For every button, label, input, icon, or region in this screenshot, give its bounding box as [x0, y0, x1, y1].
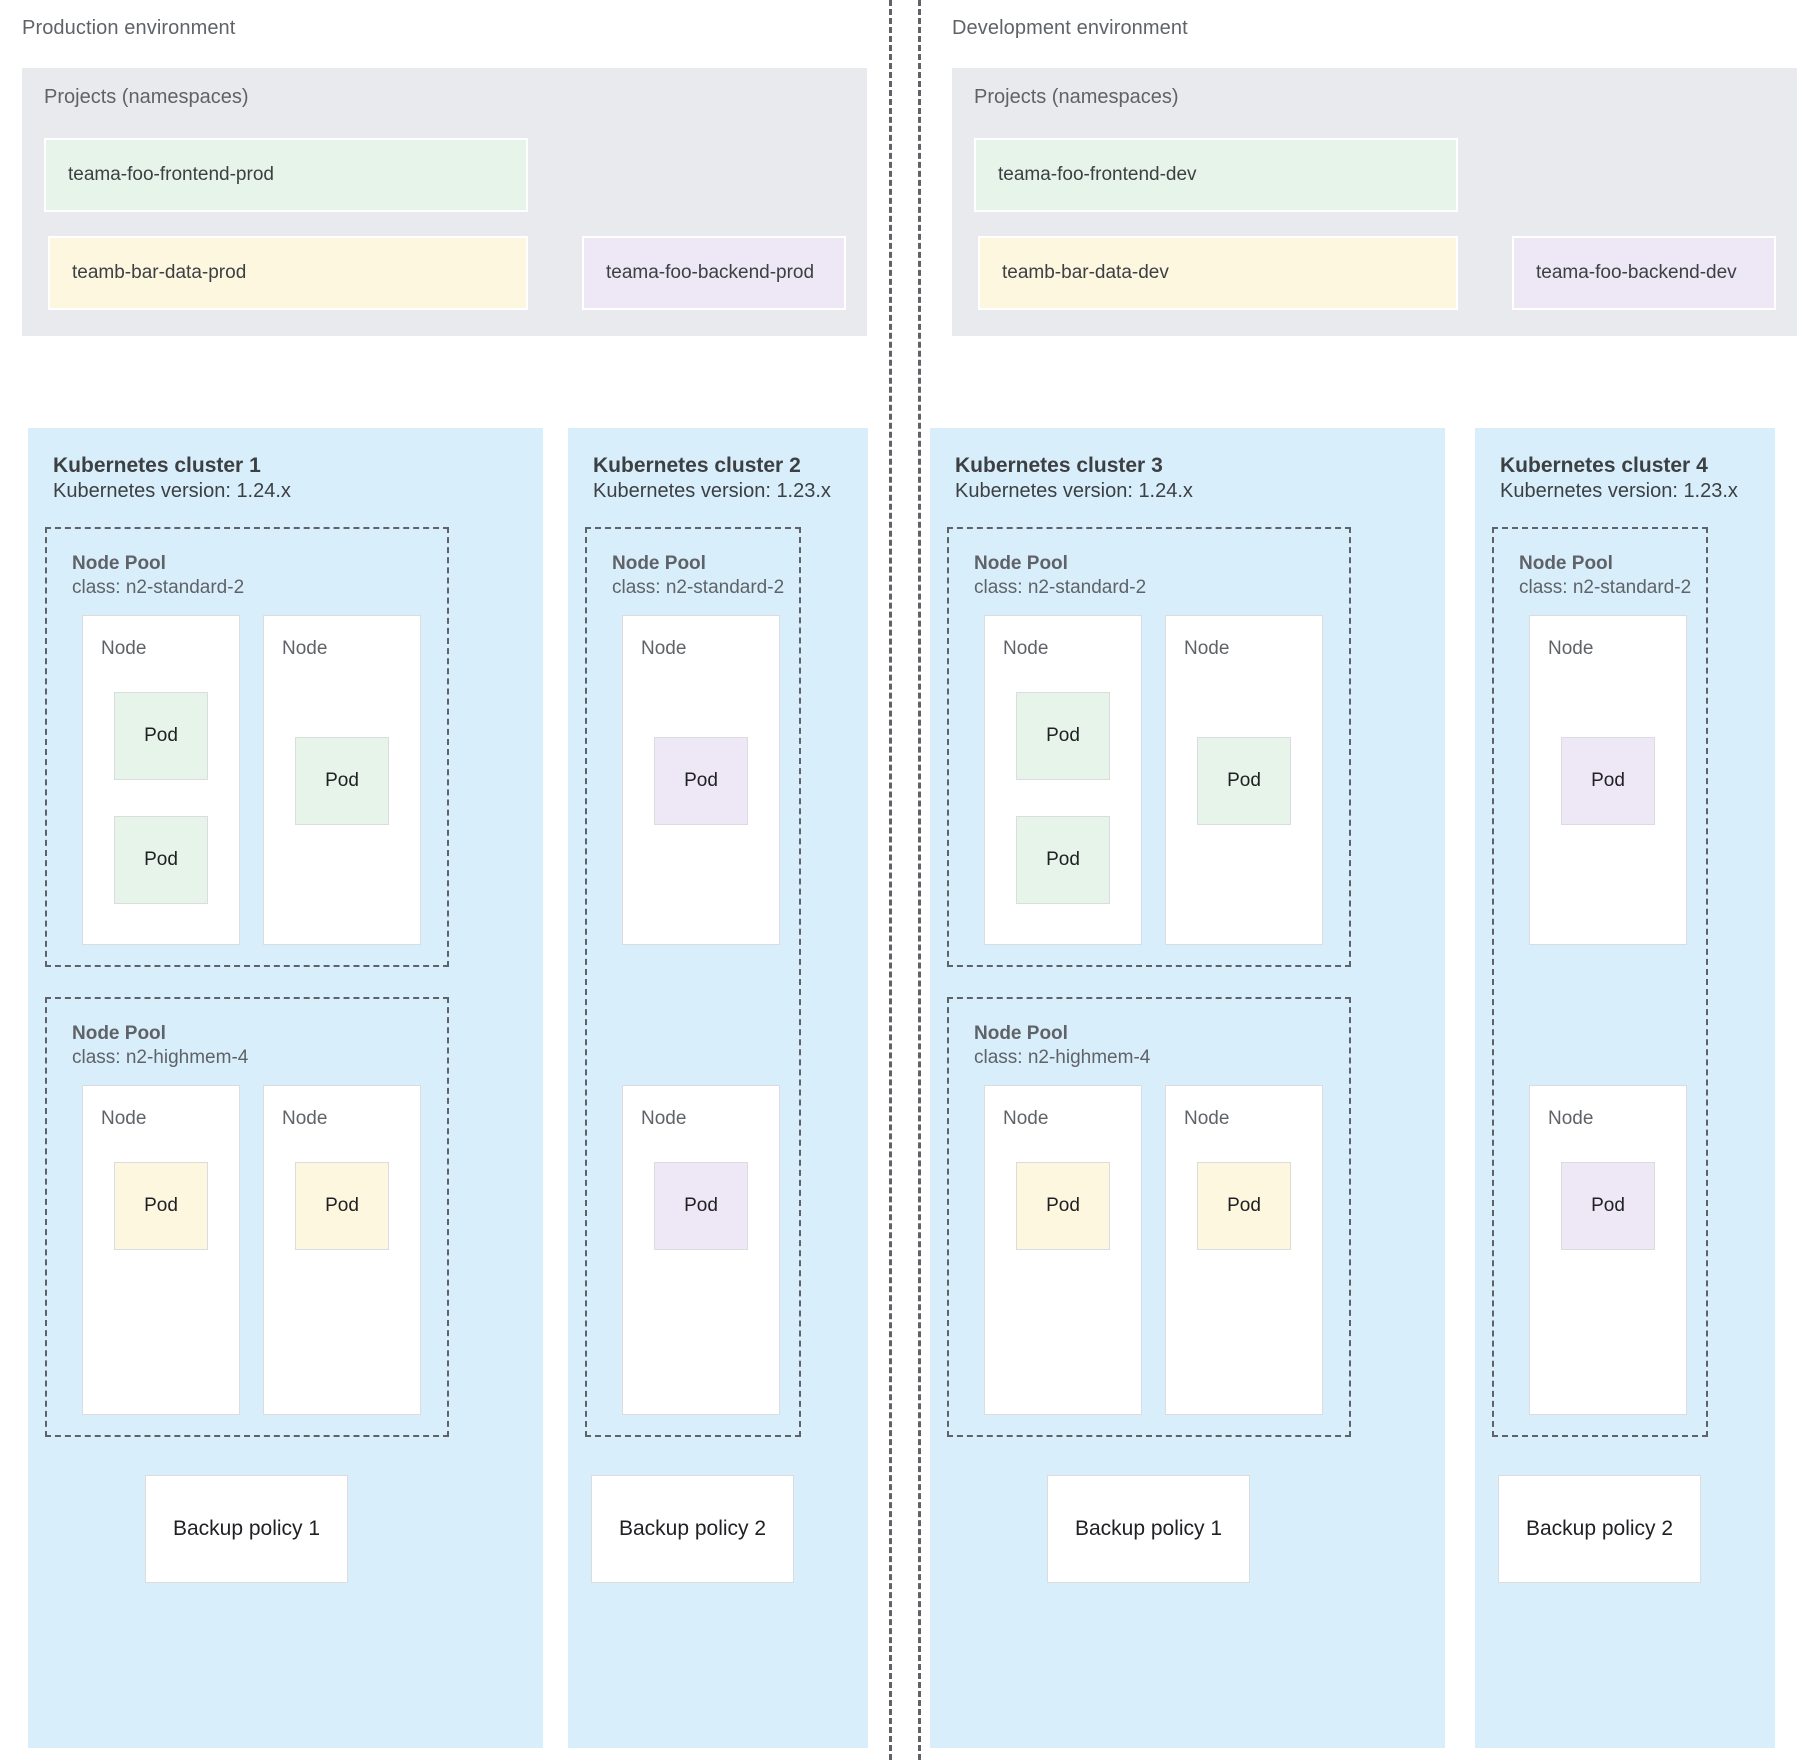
node-pool-class: class: n2-highmem-4 — [72, 1047, 249, 1068]
pod[interactable]: Pod — [1561, 1162, 1655, 1250]
pod[interactable]: Pod — [1016, 1162, 1110, 1250]
environment-development: Development environment Projects (namesp… — [930, 0, 1800, 1760]
kubernetes-cluster-panel[interactable]: Kubernetes cluster 1 Kubernetes version:… — [28, 428, 543, 1748]
pod[interactable]: Pod — [1016, 816, 1110, 904]
pod[interactable]: Pod — [1016, 692, 1110, 780]
environment-divider-line — [889, 0, 892, 1760]
backup-policy-box[interactable]: Backup policy 2 — [1498, 1475, 1701, 1583]
node-card[interactable]: Node Pod — [1529, 615, 1687, 945]
node-pool-label: Node Pool — [612, 553, 706, 574]
environment-divider-line — [918, 0, 921, 1760]
node-pool-label: Node Pool — [72, 1023, 166, 1044]
node-card[interactable]: Node Pod — [263, 615, 421, 945]
node-card[interactable]: Node Pod — [1529, 1085, 1687, 1415]
cluster-version: Kubernetes version: 1.24.x — [955, 480, 1193, 502]
node-label: Node — [1003, 1108, 1049, 1129]
node-pool-class: class: n2-standard-2 — [974, 577, 1147, 598]
node-label: Node — [1184, 1108, 1230, 1129]
node-card[interactable]: Node Pod — [1165, 615, 1323, 945]
namespace-box[interactable]: teama-foo-backend-dev — [1512, 236, 1776, 310]
pod[interactable]: Pod — [654, 1162, 748, 1250]
namespace-box[interactable]: teama-foo-backend-prod — [582, 236, 846, 310]
backup-policy-box[interactable]: Backup policy 1 — [1047, 1475, 1250, 1583]
namespace-box[interactable]: teamb-bar-data-dev — [978, 236, 1458, 310]
node-pool-label: Node Pool — [974, 553, 1068, 574]
projects-label: Projects (namespaces) — [44, 86, 249, 108]
namespace-box[interactable]: teama-foo-frontend-prod — [44, 138, 528, 212]
node-pool-label: Node Pool — [974, 1023, 1068, 1044]
projects-panel: Projects (namespaces) teama-foo-frontend… — [952, 68, 1797, 336]
node-card[interactable]: Node Pod — [622, 615, 780, 945]
cluster-title: Kubernetes cluster 4 — [1500, 454, 1708, 477]
cluster-version: Kubernetes version: 1.23.x — [593, 480, 831, 502]
node-card[interactable]: Node Pod Pod — [984, 615, 1142, 945]
node-label: Node — [101, 638, 147, 659]
pod[interactable]: Pod — [295, 1162, 389, 1250]
projects-label: Projects (namespaces) — [974, 86, 1179, 108]
node-card[interactable]: Node Pod Pod — [82, 615, 240, 945]
node-pool: Node Pool class: n2-standard-2 Node Pod … — [585, 527, 801, 1437]
node-label: Node — [1548, 1108, 1594, 1129]
pod[interactable]: Pod — [654, 737, 748, 825]
namespace-box[interactable]: teamb-bar-data-prod — [48, 236, 528, 310]
backup-policy-box[interactable]: Backup policy 2 — [591, 1475, 794, 1583]
node-card[interactable]: Node Pod — [82, 1085, 240, 1415]
cluster-version: Kubernetes version: 1.23.x — [1500, 480, 1738, 502]
node-card[interactable]: Node Pod — [263, 1085, 421, 1415]
node-label: Node — [1548, 638, 1594, 659]
node-label: Node — [641, 1108, 687, 1129]
node-card[interactable]: Node Pod — [622, 1085, 780, 1415]
node-pool: Node Pool class: n2-highmem-4 Node Pod N… — [947, 997, 1351, 1437]
node-pool-class: class: n2-standard-2 — [612, 577, 785, 598]
kubernetes-cluster-panel[interactable]: Kubernetes cluster 4 Kubernetes version:… — [1475, 428, 1775, 1748]
node-pool-label: Node Pool — [72, 553, 166, 574]
kubernetes-cluster-panel[interactable]: Kubernetes cluster 2 Kubernetes version:… — [568, 428, 868, 1748]
environment-title: Production environment — [22, 17, 236, 39]
backup-policy-box[interactable]: Backup policy 1 — [145, 1475, 348, 1583]
pod[interactable]: Pod — [295, 737, 389, 825]
pod[interactable]: Pod — [114, 816, 208, 904]
node-pool: Node Pool class: n2-highmem-4 Node Pod N… — [45, 997, 449, 1437]
node-pool-class: class: n2-highmem-4 — [974, 1047, 1151, 1068]
pod[interactable]: Pod — [1197, 1162, 1291, 1250]
node-pool: Node Pool class: n2-standard-2 Node Pod … — [45, 527, 449, 967]
node-pool-class: class: n2-standard-2 — [1519, 577, 1692, 598]
node-pool: Node Pool class: n2-standard-2 Node Pod … — [947, 527, 1351, 967]
pod[interactable]: Pod — [1561, 737, 1655, 825]
node-card[interactable]: Node Pod — [1165, 1085, 1323, 1415]
node-card[interactable]: Node Pod — [984, 1085, 1142, 1415]
environment-production: Production environment Projects (namespa… — [0, 0, 870, 1760]
environment-title: Development environment — [952, 17, 1188, 39]
node-label: Node — [101, 1108, 147, 1129]
node-label: Node — [282, 638, 328, 659]
node-label: Node — [641, 638, 687, 659]
cluster-title: Kubernetes cluster 2 — [593, 454, 801, 477]
projects-panel: Projects (namespaces) teama-foo-frontend… — [22, 68, 867, 336]
cluster-title: Kubernetes cluster 3 — [955, 454, 1163, 477]
cluster-version: Kubernetes version: 1.24.x — [53, 480, 291, 502]
pod[interactable]: Pod — [1197, 737, 1291, 825]
node-label: Node — [1184, 638, 1230, 659]
namespace-box[interactable]: teama-foo-frontend-dev — [974, 138, 1458, 212]
cluster-title: Kubernetes cluster 1 — [53, 454, 261, 477]
node-pool-label: Node Pool — [1519, 553, 1613, 574]
pod[interactable]: Pod — [114, 692, 208, 780]
node-label: Node — [282, 1108, 328, 1129]
pod[interactable]: Pod — [114, 1162, 208, 1250]
kubernetes-cluster-panel[interactable]: Kubernetes cluster 3 Kubernetes version:… — [930, 428, 1445, 1748]
node-pool-class: class: n2-standard-2 — [72, 577, 245, 598]
node-label: Node — [1003, 638, 1049, 659]
node-pool: Node Pool class: n2-standard-2 Node Pod … — [1492, 527, 1708, 1437]
